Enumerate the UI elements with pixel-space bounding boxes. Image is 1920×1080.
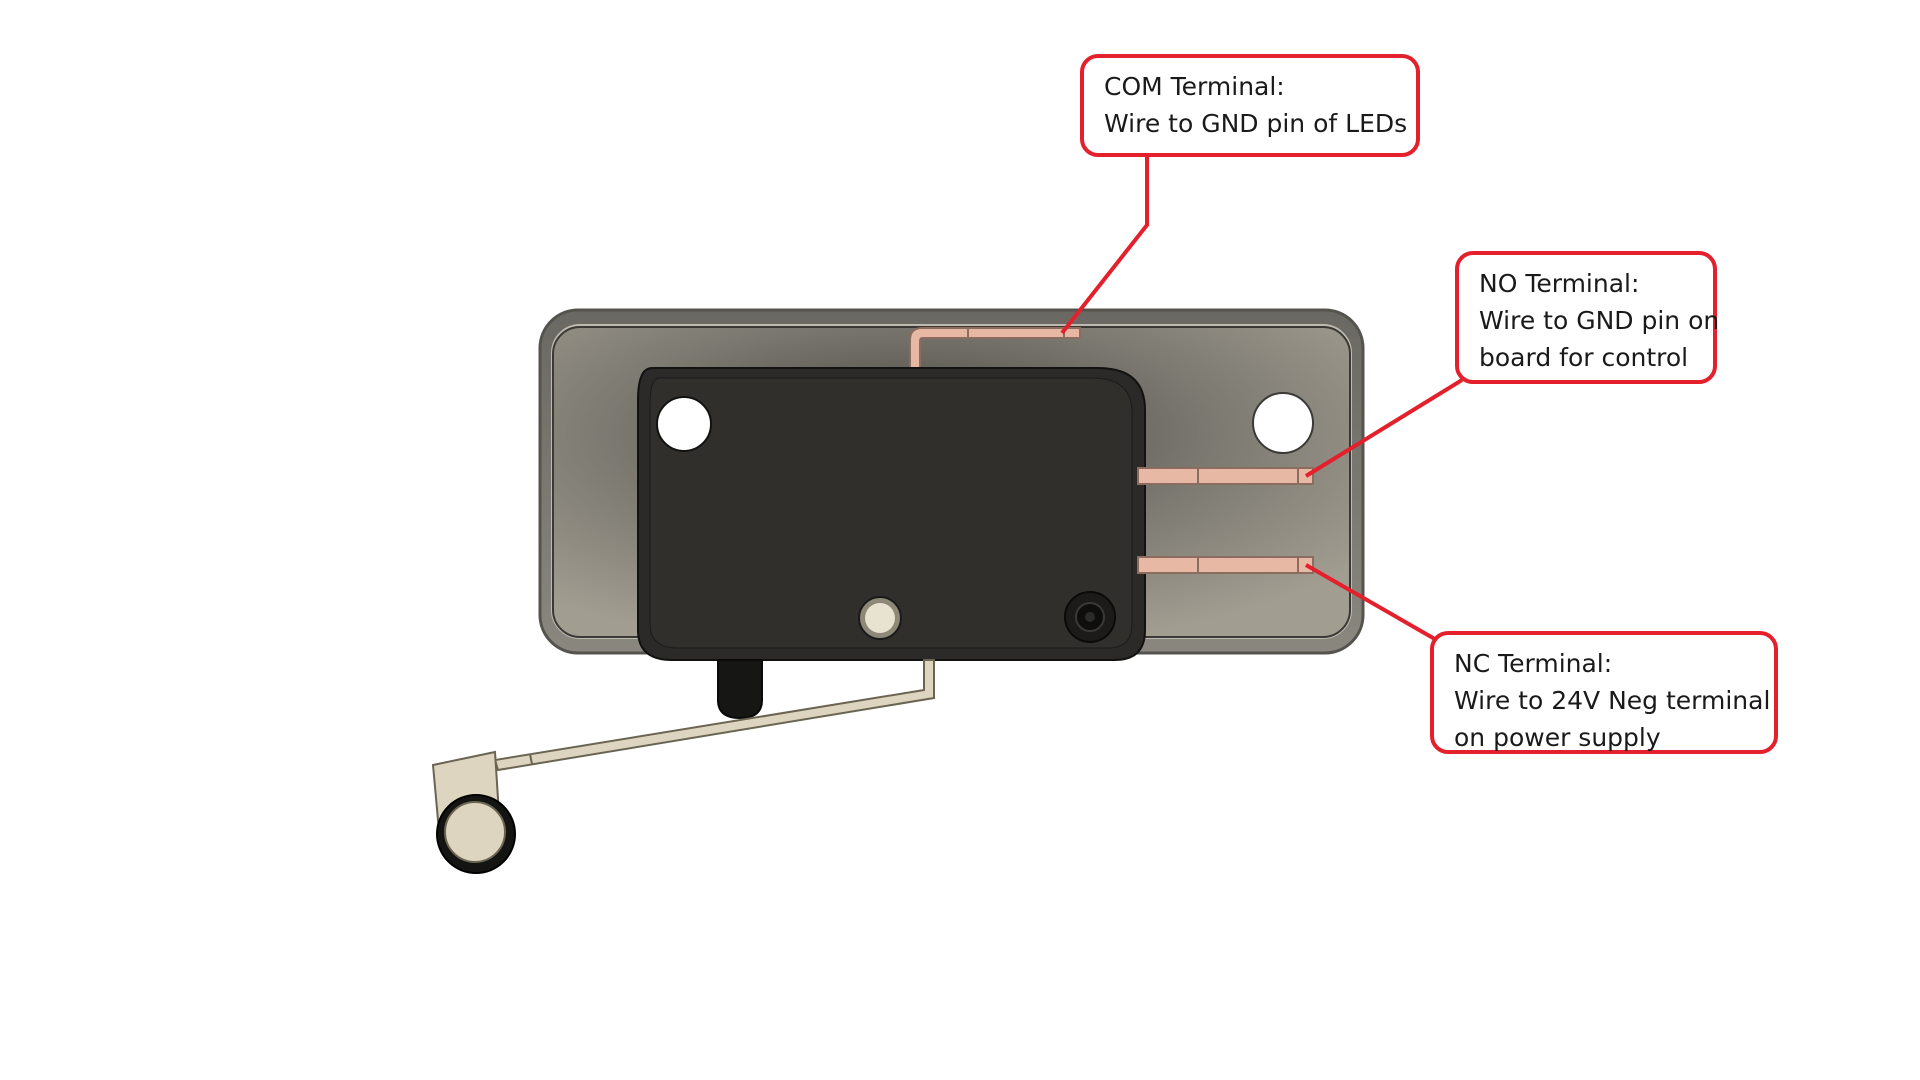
no-callout-line-2: board for control (1479, 343, 1689, 372)
actuator-nub (717, 659, 763, 720)
nc-callout-line-2: on power supply (1454, 723, 1661, 752)
com-leader-line (1060, 157, 1149, 335)
no-terminal-callout: NO Terminal: Wire to GND pin on board fo… (1455, 251, 1720, 384)
no-leader-line (1304, 378, 1464, 478)
left-mounting-hole (656, 396, 712, 452)
com-callout-title: COM Terminal: (1104, 72, 1285, 101)
right-mounting-hole (1252, 392, 1314, 454)
com-terminal-callout: COM Terminal: Wire to GND pin of LEDs (1080, 54, 1420, 157)
screw-hole (1064, 591, 1116, 643)
nc-leader-line (1305, 563, 1441, 644)
nc-callout-line-1: Wire to 24V Neg terminal (1454, 686, 1771, 715)
no-callout-line-1: Wire to GND pin on (1479, 306, 1720, 335)
plunger-button (858, 596, 902, 640)
com-callout-line: Wire to GND pin of LEDs (1104, 109, 1408, 138)
nc-terminal-callout: NC Terminal: Wire to 24V Neg terminal on… (1430, 631, 1778, 754)
no-terminal (1137, 467, 1314, 485)
no-callout-title: NO Terminal: (1479, 269, 1640, 298)
nc-terminal (1137, 556, 1314, 574)
switch-body (637, 367, 1146, 661)
nc-callout-title: NC Terminal: (1454, 649, 1613, 678)
roller-wheel (436, 794, 516, 874)
